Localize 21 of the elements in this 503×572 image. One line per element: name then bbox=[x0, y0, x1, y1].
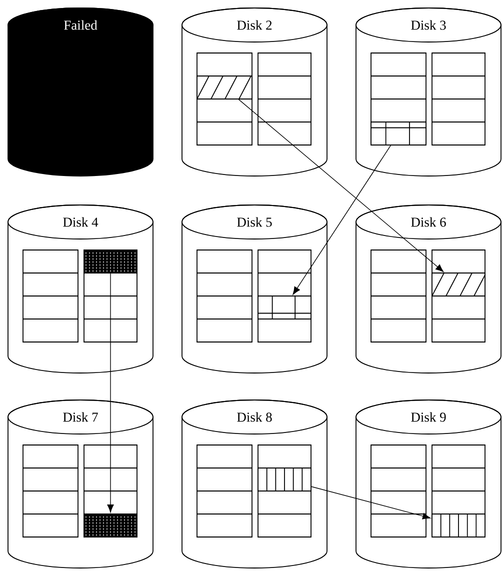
disk-cylinder: Disk 6 bbox=[356, 204, 502, 374]
arrow bbox=[311, 486, 431, 520]
data-block bbox=[258, 296, 312, 320]
arrow bbox=[292, 145, 392, 295]
arrow bbox=[107, 273, 114, 512]
disk-cylinder: Disk 4 bbox=[8, 204, 154, 374]
data-block bbox=[196, 76, 252, 100]
disk-cylinder: Disk 2 bbox=[182, 8, 328, 176]
disk-cylinder: Disk 3 bbox=[356, 8, 502, 176]
data-block bbox=[370, 122, 426, 146]
disk-cylinder: Disk 7 bbox=[8, 400, 154, 568]
data-block bbox=[432, 272, 486, 296]
disk-cylinder: Disk 8 bbox=[182, 400, 328, 568]
disk-cylinder: Disk 9 bbox=[356, 400, 502, 568]
arrow bbox=[238, 99, 444, 272]
data-block bbox=[84, 514, 138, 538]
disk-cylinder: Failed bbox=[8, 8, 154, 176]
data-block bbox=[258, 468, 312, 492]
data-block bbox=[84, 250, 138, 274]
data-block bbox=[432, 514, 486, 538]
disk-cylinder: Disk 5 bbox=[182, 204, 328, 374]
